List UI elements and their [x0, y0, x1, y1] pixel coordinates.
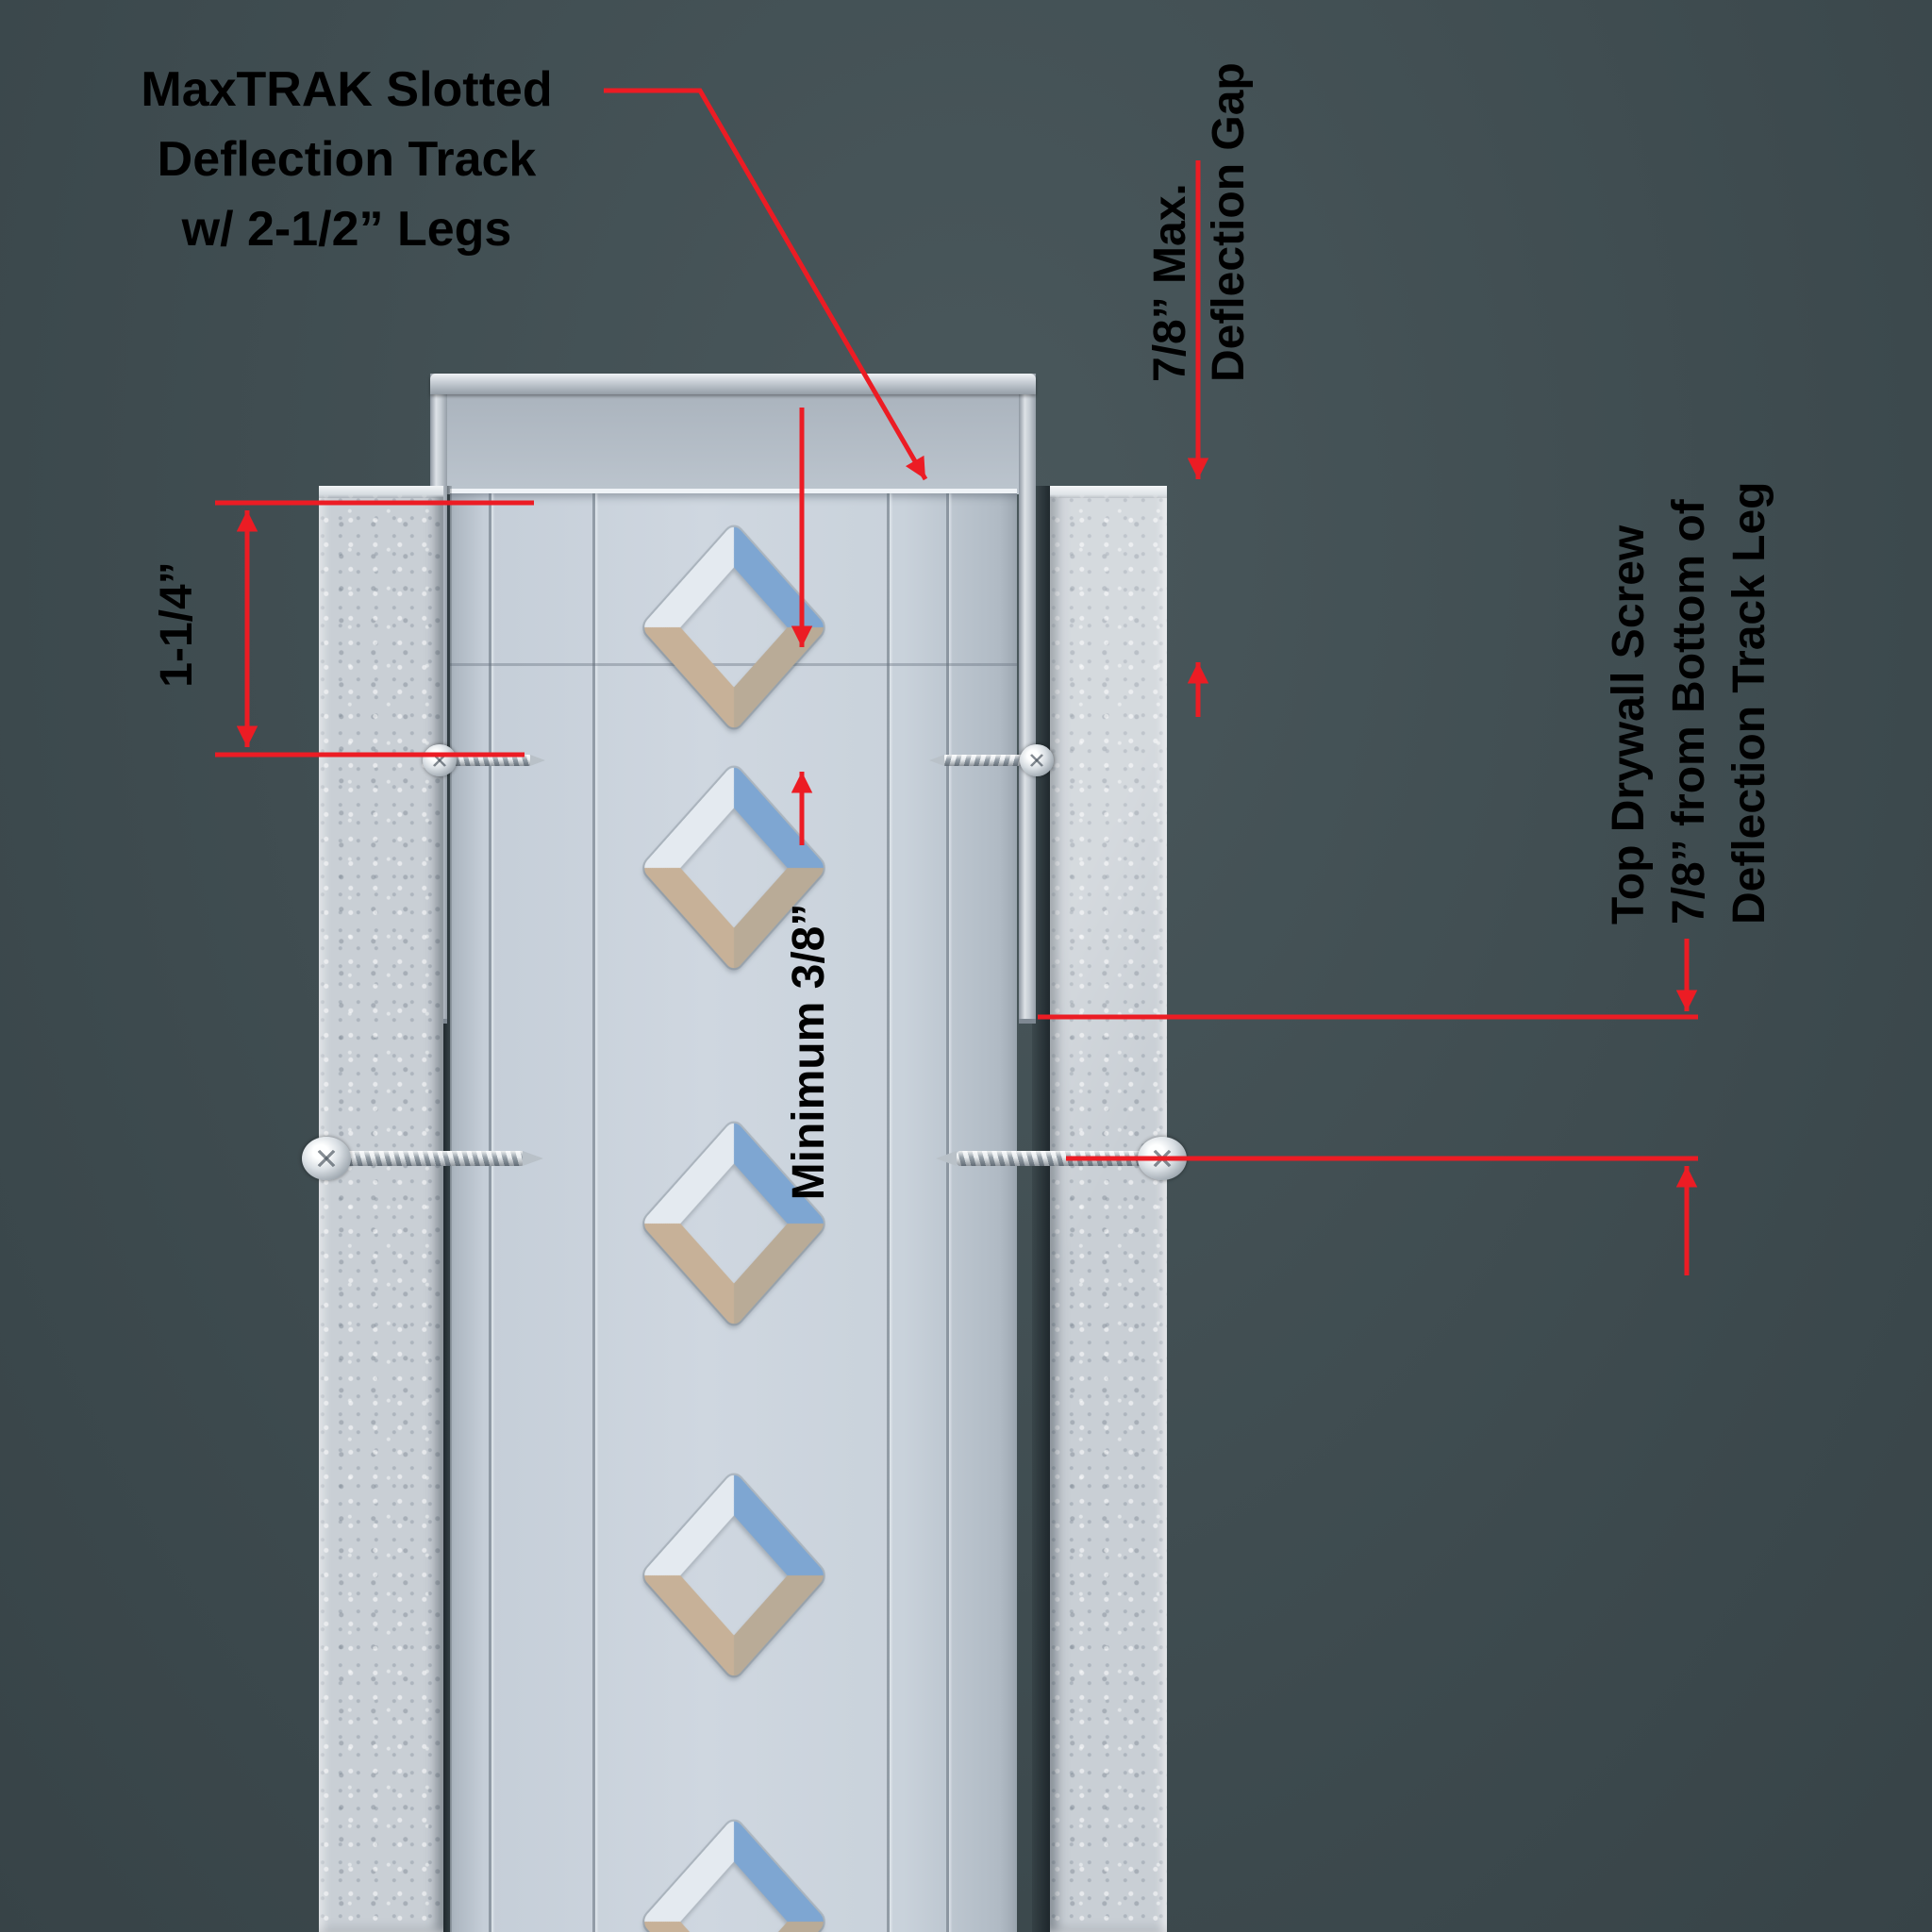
- deflection-track-leg-right: [1019, 374, 1036, 1024]
- screw-head: [302, 1137, 351, 1180]
- top-drywall-screw-label: Top Drywall Screw 7/8” from Bottom of De…: [1599, 396, 1788, 924]
- deflection-track-web: [430, 374, 1036, 394]
- track-screw-left: [423, 743, 549, 777]
- screw-tip: [530, 755, 545, 766]
- maxtrak-label-line3: w/ 2-1/2” Legs: [181, 202, 512, 257]
- leg-offset-value: 1-1/4”: [152, 561, 202, 688]
- drywall-panel-right: [1050, 486, 1167, 1932]
- top-screw-label-line2: 7/8” from Bottom of: [1664, 499, 1714, 924]
- stud-knockout-diamond: [638, 1813, 830, 1932]
- stud-knockout-diamond: [638, 1467, 830, 1684]
- screw-tip: [523, 1151, 543, 1166]
- stud-groove: [946, 493, 949, 1932]
- screw-head: [423, 744, 457, 776]
- screw-shank: [942, 755, 1024, 766]
- screw-shank: [957, 1151, 1141, 1166]
- top-screw-label-line3: Deflection Track Leg: [1724, 481, 1774, 924]
- deflection-gap-label-line2: Deflection Gap: [1204, 62, 1254, 382]
- maxtrak-label-line1: MaxTRAK Slotted: [141, 62, 553, 117]
- deflection-gap-label-line1: 7/8” Max.: [1145, 183, 1195, 382]
- stud-groove: [592, 493, 595, 1932]
- top-screw-label-line1: Top Drywall Screw: [1604, 525, 1654, 924]
- gap-shadow-left: [443, 486, 452, 1932]
- steel-stud-web: [450, 489, 1017, 1932]
- screw-head: [1020, 744, 1054, 776]
- minimum-gap-value: Minimum 3/8”: [784, 903, 834, 1201]
- deflection-gap-label: 7/8” Max. Deflection Gap: [1141, 5, 1264, 382]
- track-screw-right: [929, 743, 1056, 777]
- track-channel-inside: [447, 391, 1019, 494]
- maxtrak-label-line2: Deflection Track: [157, 132, 537, 187]
- drywall-panel-left: [319, 486, 443, 1932]
- leg-offset-dimension-label: 1-1/4”: [147, 521, 204, 728]
- drywall-screw-right: [932, 1135, 1187, 1182]
- gap-shadow-right: [1032, 486, 1050, 1932]
- maxtrak-track-label: MaxTRAK Slotted Deflection Track w/ 2-1/…: [90, 55, 604, 264]
- stud-top-edge-line: [450, 663, 1017, 666]
- screw-head: [1138, 1137, 1187, 1180]
- minimum-gap-dimension-label: Minimum 3/8”: [779, 891, 836, 1212]
- stud-groove: [887, 493, 890, 1932]
- screw-shank: [451, 755, 532, 766]
- screw-tip: [929, 755, 944, 766]
- drywall-screw-left: [302, 1135, 549, 1182]
- stud-knockout-diamond: [638, 519, 830, 736]
- screw-tip: [936, 1151, 957, 1166]
- screw-shank: [343, 1151, 525, 1166]
- stud-groove: [489, 493, 491, 1932]
